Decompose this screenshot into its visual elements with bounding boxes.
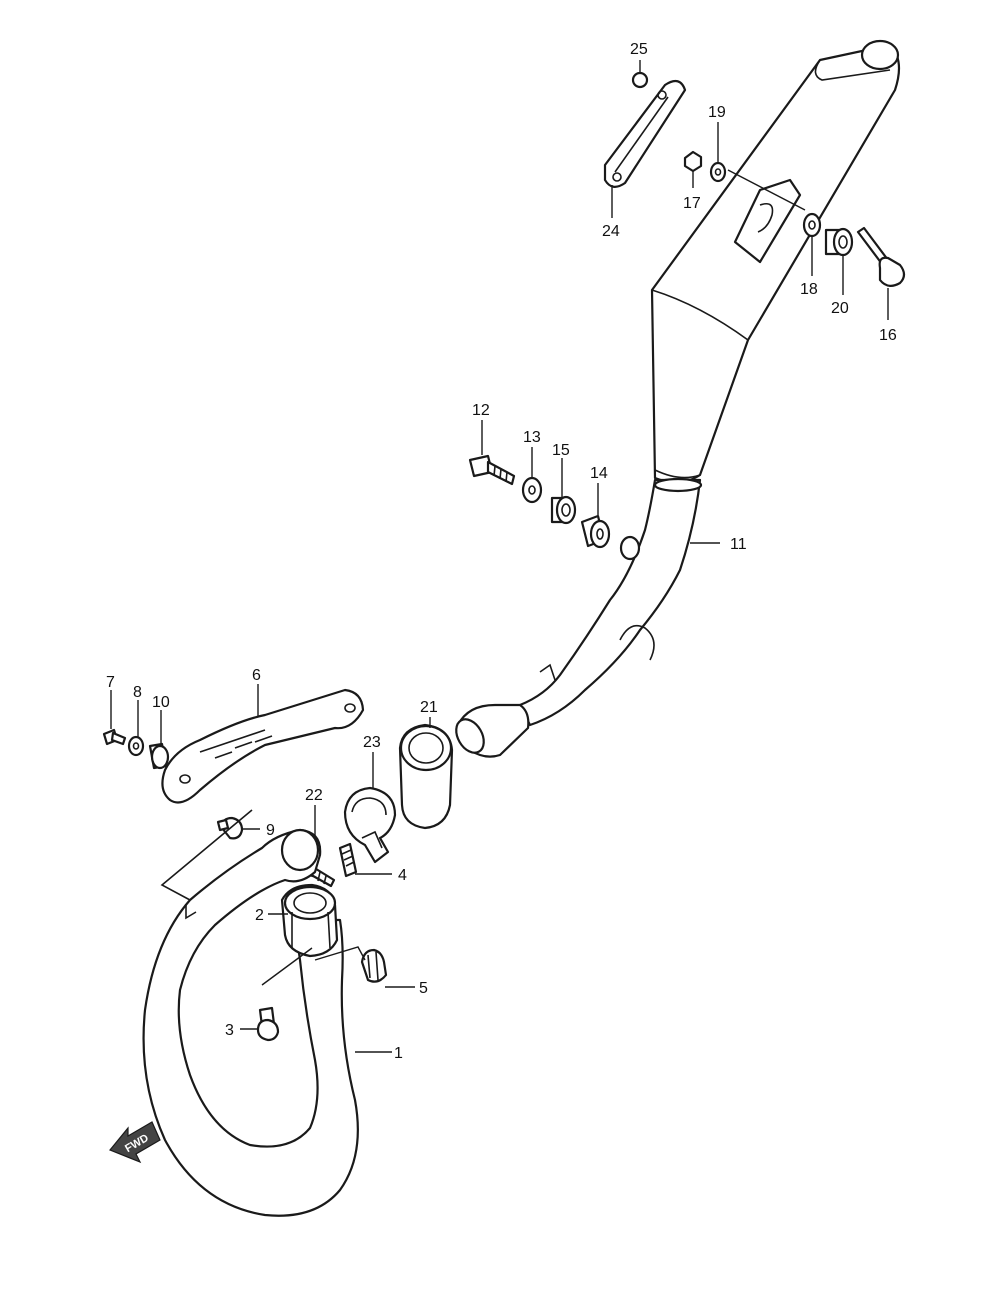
bracket-6 bbox=[161, 684, 365, 804]
bolt-7 bbox=[102, 690, 127, 746]
stud-4 bbox=[338, 842, 392, 878]
callout-13: 13 bbox=[523, 429, 541, 446]
callout-8: 8 bbox=[133, 684, 142, 701]
bolt-3 bbox=[240, 947, 313, 1042]
muffler-brace bbox=[603, 79, 687, 218]
bolt-16 bbox=[856, 226, 906, 320]
callout-17: 17 bbox=[683, 195, 701, 212]
callout-1: 1 bbox=[394, 1045, 403, 1062]
callout-12: 12 bbox=[472, 402, 490, 419]
callout-19: 19 bbox=[708, 104, 726, 121]
joint-2 bbox=[268, 883, 339, 958]
nut-5 bbox=[360, 948, 415, 988]
bushing-10 bbox=[148, 710, 170, 770]
callout-24: 24 bbox=[602, 223, 620, 240]
callout-18: 18 bbox=[800, 281, 818, 298]
callout-22: 22 bbox=[305, 787, 323, 804]
callout-5: 5 bbox=[419, 980, 428, 997]
callout-3: 3 bbox=[225, 1022, 234, 1039]
callout-23: 23 bbox=[363, 734, 381, 751]
callout-21: 21 bbox=[420, 699, 438, 716]
nut-17 bbox=[683, 150, 703, 188]
callout-15: 15 bbox=[552, 442, 570, 459]
callout-labels: 1 2 3 4 5 6 7 8 9 10 11 12 13 14 15 16 1… bbox=[106, 41, 897, 1062]
callout-11: 11 bbox=[730, 536, 747, 553]
bolt-12 bbox=[468, 420, 516, 486]
washer-19 bbox=[709, 122, 727, 183]
bushing-20 bbox=[824, 227, 854, 295]
callout-10: 10 bbox=[152, 694, 170, 711]
washer-18 bbox=[802, 212, 822, 276]
callout-7: 7 bbox=[106, 674, 115, 691]
bolt-25 bbox=[631, 60, 649, 89]
callout-2: 2 bbox=[255, 907, 264, 924]
callout-20: 20 bbox=[831, 300, 849, 317]
callout-6: 6 bbox=[252, 667, 261, 684]
fwd-arrow-icon: FWD bbox=[109, 1121, 161, 1164]
muffler-assembly bbox=[455, 39, 901, 758]
callout-25: 25 bbox=[630, 41, 648, 58]
callout-16: 16 bbox=[879, 327, 897, 344]
washer-13 bbox=[521, 447, 543, 504]
washer-8 bbox=[127, 700, 145, 757]
callout-4: 4 bbox=[398, 867, 407, 884]
bushing-15 bbox=[550, 458, 577, 525]
callout-14: 14 bbox=[590, 465, 608, 482]
callout-9: 9 bbox=[266, 822, 275, 839]
gasket-21 bbox=[398, 717, 454, 830]
clamp-23 bbox=[343, 752, 397, 864]
collar-14 bbox=[580, 483, 611, 549]
